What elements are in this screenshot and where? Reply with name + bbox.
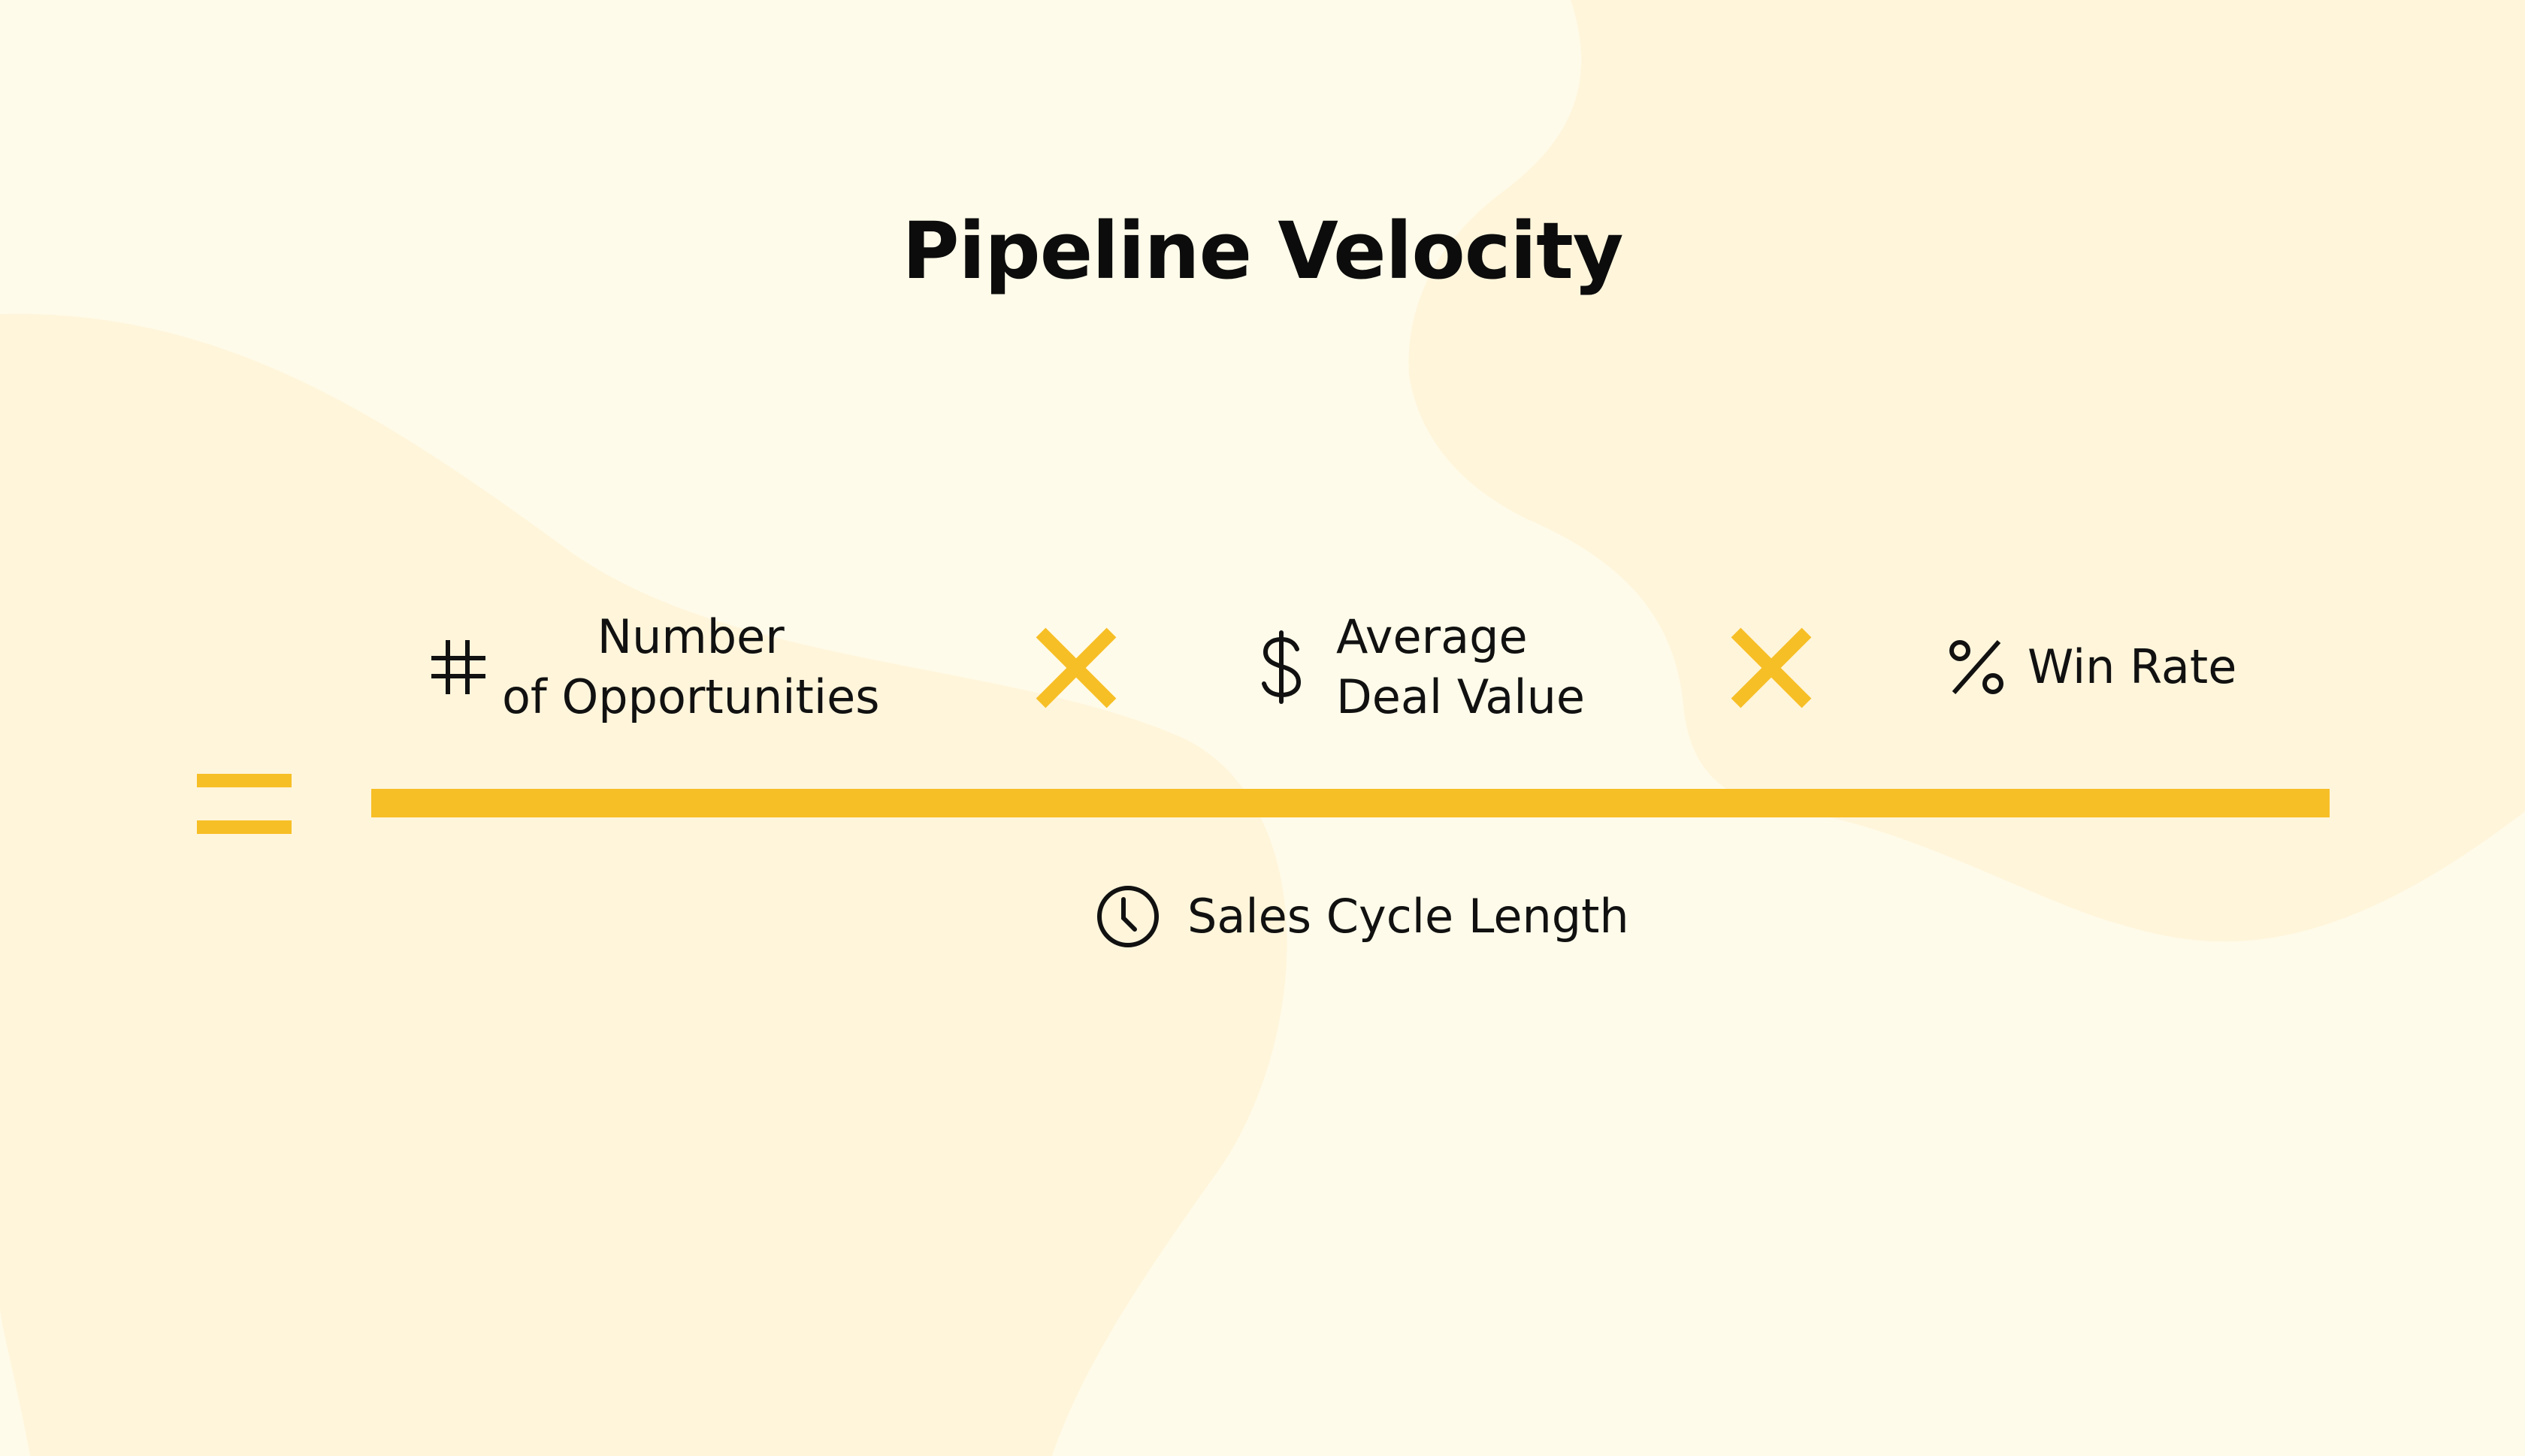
- term-label: Sales Cycle Length: [1187, 889, 1629, 944]
- percent-icon: [1949, 640, 2003, 694]
- term-label-line: Win Rate: [2028, 639, 2237, 694]
- term-label: Number of Opportunities: [502, 607, 880, 727]
- term-average-deal-value: Average Deal Value: [1255, 607, 1585, 727]
- page-title: Pipeline Velocity: [902, 205, 1623, 297]
- fraction-bar: [371, 789, 2330, 817]
- term-label: Average Deal Value: [1336, 607, 1585, 727]
- blob-left: [0, 313, 1287, 1456]
- multiply-sign: [1731, 627, 1812, 708]
- term-label-line: Average: [1336, 609, 1528, 664]
- term-label: Win Rate: [2028, 637, 2236, 697]
- hash-icon: [431, 640, 485, 694]
- blob-right: [1408, 0, 2525, 942]
- term-label-line: Deal Value: [1336, 669, 1586, 724]
- clock-icon: [1097, 886, 1159, 947]
- multiply-sign: [1036, 627, 1117, 708]
- equals-bar-bottom: [197, 820, 292, 834]
- dollar-icon: [1262, 630, 1302, 704]
- term-label-line: Number: [597, 609, 785, 664]
- equals-bar-top: [197, 774, 292, 787]
- term-sales-cycle-length: Sales Cycle Length: [1096, 884, 1629, 949]
- term-label-line: of Opportunities: [502, 669, 880, 724]
- term-win-rate: Win Rate: [1946, 637, 2236, 697]
- term-number-of-opportunities: Number of Opportunities: [428, 607, 880, 727]
